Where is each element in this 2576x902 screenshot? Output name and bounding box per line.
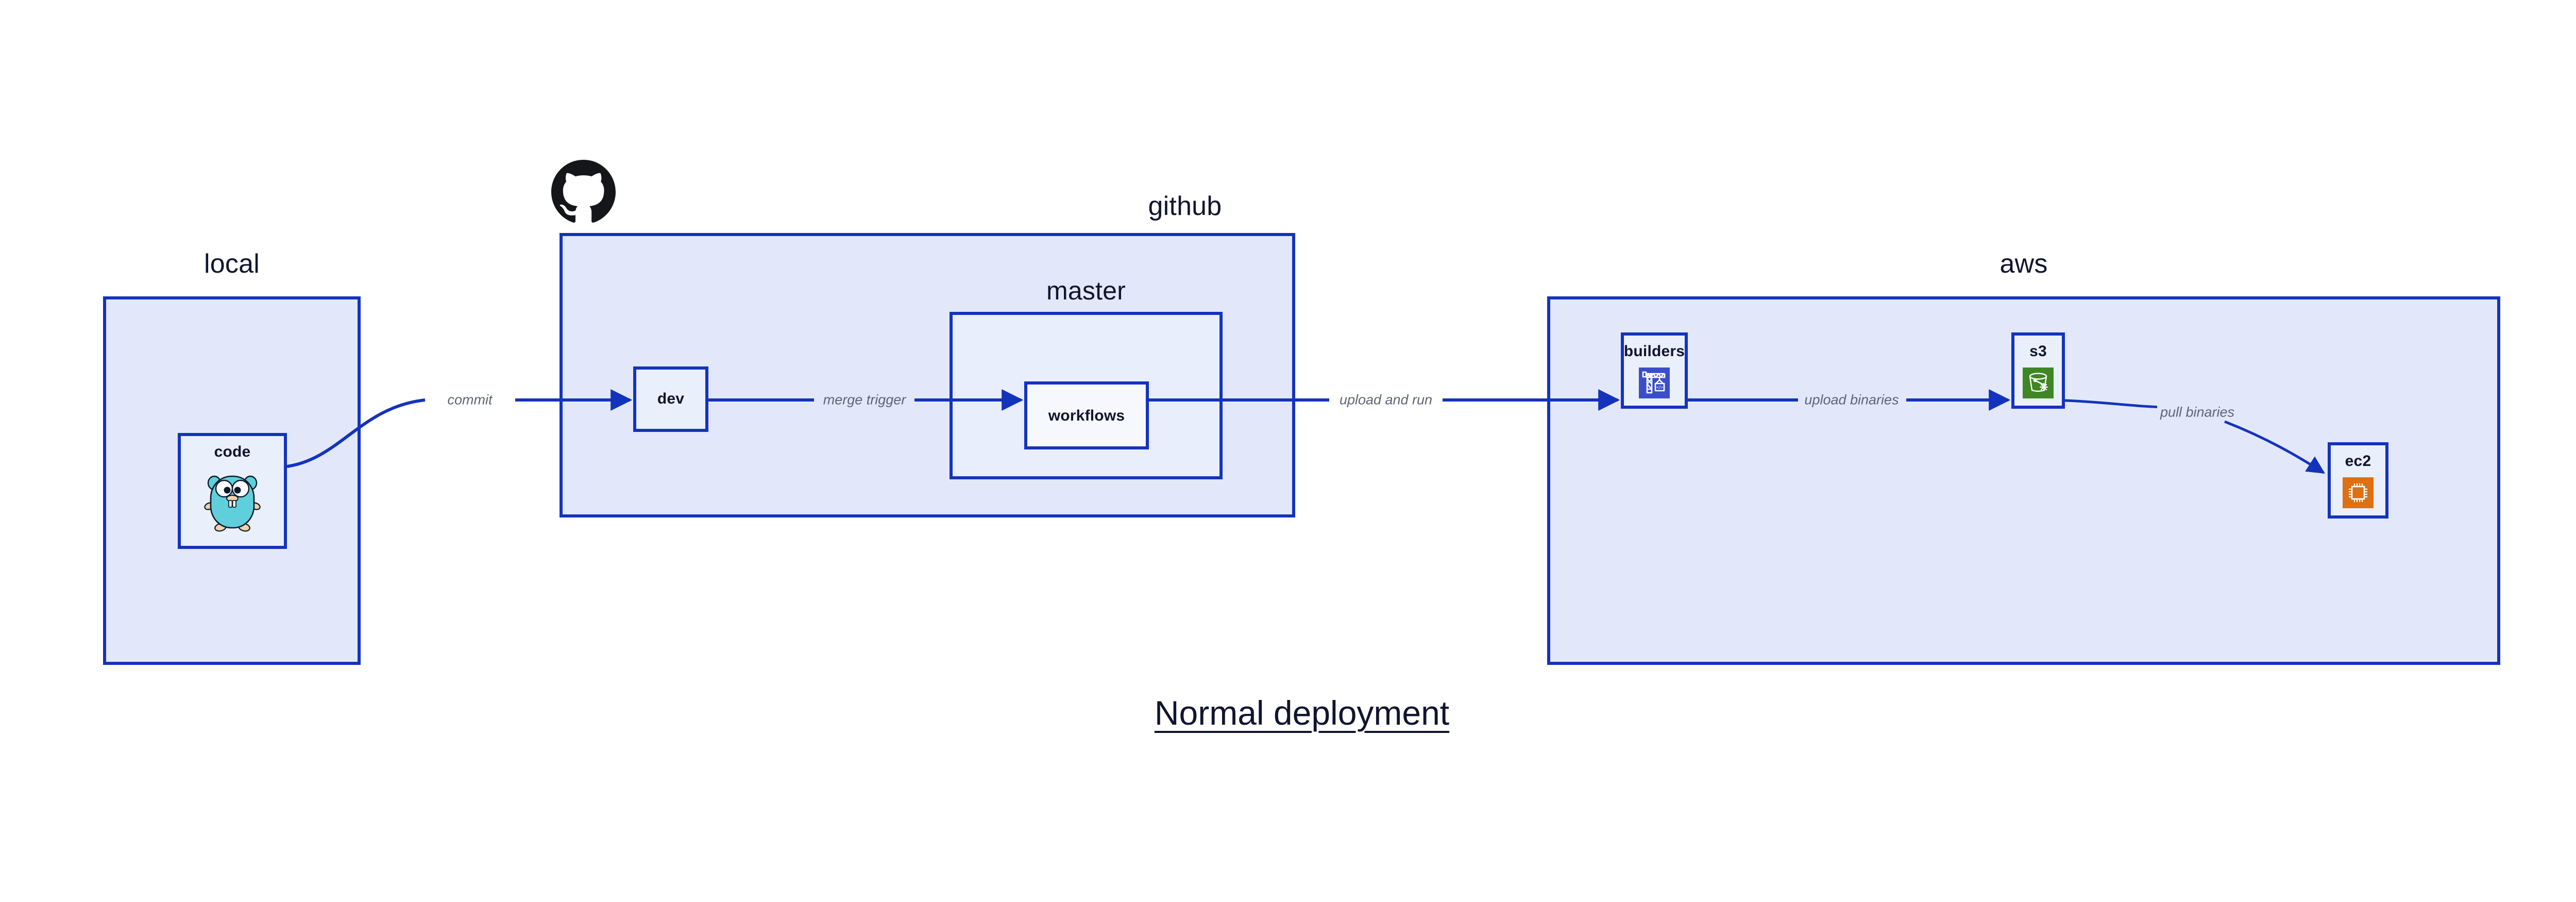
aws-s3-bucket-icon <box>2023 368 2054 398</box>
edge-label-commit: commit <box>444 392 496 408</box>
group-label-github: github <box>1148 191 1222 221</box>
edge-label-upload-binaries: upload binaries <box>1801 392 1902 408</box>
edge-label-upload-and-run: upload and run <box>1336 392 1436 408</box>
diagram-title: Normal deployment <box>1154 694 1450 732</box>
node-ec2[interactable]: ec2 <box>2328 442 2388 519</box>
node-label-workflows: workflows <box>1048 407 1125 424</box>
go-gopher-icon <box>204 468 261 532</box>
node-label-dev: dev <box>657 390 685 407</box>
group-label-aws: aws <box>1999 249 2048 279</box>
node-label-ec2: ec2 <box>2345 453 2371 470</box>
aws-ec2-chip-icon <box>2343 477 2374 508</box>
svg-text:</>: </> <box>1656 385 1663 390</box>
github-octocat-icon <box>551 160 616 224</box>
node-label-builders: builders <box>1623 343 1685 360</box>
node-s3[interactable]: s3 <box>2011 332 2065 409</box>
node-label-s3: s3 <box>2029 343 2047 360</box>
group-label-master: master <box>1046 276 1126 305</box>
node-dev[interactable]: dev <box>633 366 708 432</box>
node-workflows[interactable]: workflows <box>1024 381 1149 449</box>
group-label-local: local <box>204 249 260 279</box>
aws-builders-crane-icon: </> <box>1639 368 1670 398</box>
edge-label-merge-trigger: merge trigger <box>820 392 909 408</box>
node-code[interactable]: code <box>178 433 287 549</box>
edge-label-pull-binaries: pull binaries <box>2157 404 2238 421</box>
node-label-code: code <box>214 443 251 460</box>
node-builders[interactable]: builders < <box>1621 332 1688 409</box>
